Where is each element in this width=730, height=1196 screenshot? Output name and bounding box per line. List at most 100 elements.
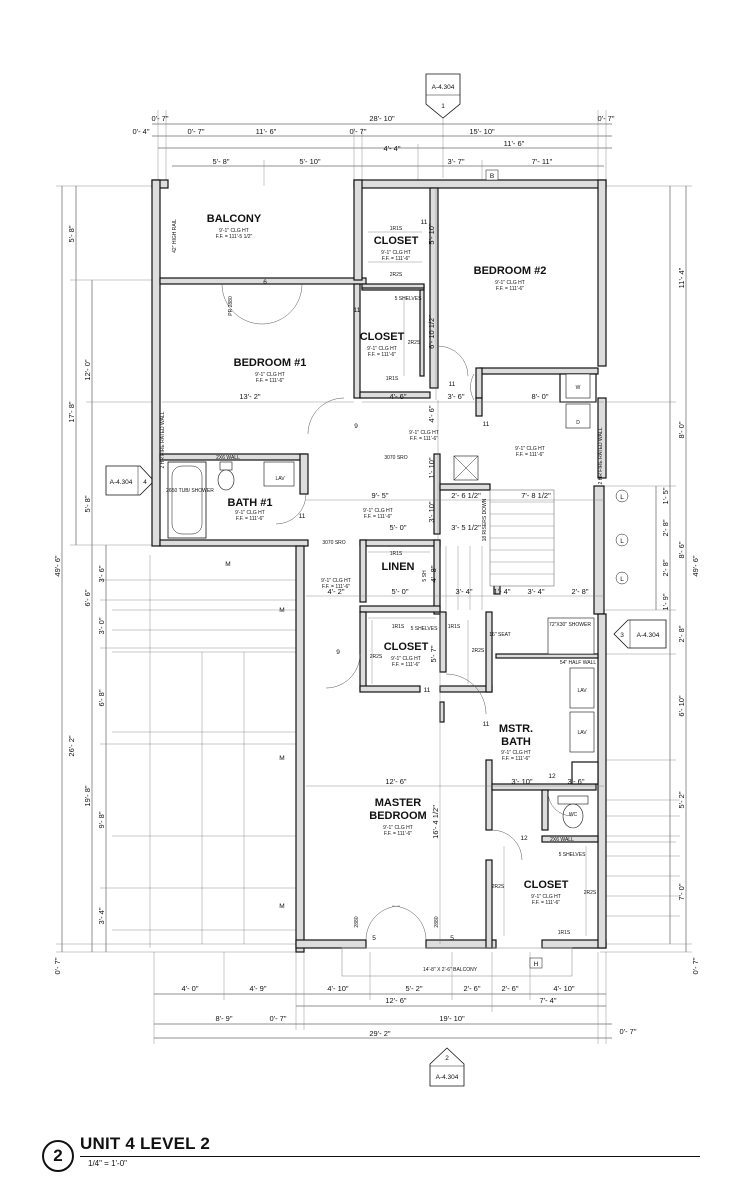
dim-int-25: 16'- 4 1/2"	[431, 805, 440, 839]
balcony-clg: 9'-1" CLG HT	[219, 228, 249, 234]
keynote-tags: B H L L L M M M M	[225, 169, 629, 969]
note-balcony-rail: 42" HIGH RAIL	[172, 219, 178, 253]
note-door-3070-a: 3070 SRO	[384, 455, 407, 461]
section-ref-right[interactable]: 3 A-4.304	[613, 619, 667, 649]
note-door-2880-a: 2880	[354, 916, 360, 927]
dim-top-6: 0'- 7"	[349, 127, 366, 136]
door-tags: 6 11 11 11 11 11 11 11 9 9 5 5 12 12	[263, 219, 556, 942]
note-1r1s-c: 1R1S	[390, 551, 403, 557]
tag-h: H	[534, 961, 539, 968]
exterior-context	[112, 555, 680, 948]
balcony-name: BALCONY	[207, 213, 262, 225]
note-stair-sh: 5 SH	[422, 570, 428, 582]
linen-ff: F.F. = 111'-6"	[322, 584, 350, 590]
dim-left-11: 9'- 8"	[97, 811, 106, 828]
dim-right-2: 1'- 5"	[661, 487, 670, 504]
dim-int-22: 12'- 6"	[385, 777, 407, 786]
dim-bottom-1: 4'- 9"	[249, 984, 266, 993]
balcony-bottom-label: 14'-8" X 2'-6" BALCONY	[423, 967, 478, 973]
bath1-clg: 9'-1" CLG HT	[235, 510, 265, 516]
note-tub-shower: 2650 TUB/ SHOWER	[166, 488, 214, 494]
note-door-2880: PR 2880	[228, 296, 234, 316]
closet-c-clg: 9'-1" CLG HT	[391, 656, 421, 662]
dim-bottom-3: 5'- 2"	[405, 984, 422, 993]
dimensions-left: 5'- 8" 17'- 8" 12'- 0" 5'- 8" 49'- 6" 3'…	[53, 185, 300, 975]
dim-bottom-11: 19'- 10"	[439, 1014, 465, 1023]
closet-b-name: CLOSET	[360, 331, 405, 343]
room-master-bath: MSTR. BATH 9'-1" CLG HT F.F. = 111'-6"	[499, 723, 533, 762]
room-linen: LINEN 9'-1" CLG HT F.F. = 111'-6"	[321, 561, 414, 590]
drawing-number: 2	[42, 1140, 74, 1172]
note-wc: WC	[569, 812, 578, 818]
dim-top-5: 11'- 6"	[256, 127, 277, 136]
tag-b: B	[490, 173, 494, 180]
section-ref-left[interactable]: A-4.304 4	[105, 465, 155, 496]
room-closet-c: CLOSET 9'-1" CLG HT F.F. = 111'-6"	[384, 641, 429, 668]
closet-d-ff: F.F. = 111'-6"	[532, 900, 560, 906]
bedroom1-clg: 9'-1" CLG HT	[255, 372, 285, 378]
dim-int-18: 1'- 4"	[493, 587, 510, 596]
dim-left-9: 6'- 8"	[97, 689, 106, 706]
stair	[445, 489, 555, 610]
dim-int-21: 5'- 7"	[429, 645, 438, 662]
dim-int-8: 9'- 5"	[371, 491, 388, 500]
note-2r2s-a: 2R2S	[390, 272, 403, 278]
linen-clg: 9'-1" CLG HT	[321, 578, 351, 584]
door-tag: 11	[299, 513, 306, 520]
dim-top-10: 5'- 8"	[212, 157, 229, 166]
dim-int-13: 3'- 5 1/2"	[451, 523, 481, 532]
room-bath1: BATH #1 9'-1" CLG HT F.F. = 111'-6"	[227, 497, 272, 522]
ref-top-sheet: A-4.304	[432, 84, 455, 91]
bedroom2-clg: 9'-1" CLG HT	[495, 280, 525, 286]
bedroom2-name: BEDROOM #2	[474, 265, 547, 277]
dim-int-9: 3'- 10"	[427, 501, 436, 523]
master-bedroom-clg: 9'-1" CLG HT	[383, 825, 413, 831]
note-2x6-wall-b: 2X6 WALL	[550, 837, 574, 843]
note-dryer: D	[576, 420, 580, 426]
dim-int-0: 5'- 10"	[427, 223, 436, 245]
doors[interactable]	[221, 283, 573, 941]
bath1-ff: F.F. = 111'-6"	[236, 516, 264, 522]
dim-right-12: 0'- 7"	[691, 957, 700, 974]
fixtures	[167, 231, 595, 936]
dim-left-0: 5'- 8"	[67, 225, 76, 242]
dim-bottom-6: 4'- 10"	[553, 984, 575, 993]
tag-m-4: M	[279, 903, 284, 910]
ref-left-sheet: A-4.304	[110, 479, 133, 486]
door-tag: 5	[450, 935, 454, 942]
note-2r2s-b: 2R2S	[370, 654, 383, 660]
dim-bottom-2: 4'- 10"	[327, 984, 349, 993]
note-shelves-b: 5 SHELVES	[411, 626, 439, 632]
master-bath-name-1: MSTR.	[499, 723, 533, 735]
door-tag: 6	[263, 279, 267, 286]
dim-int-2: 4'- 6"	[389, 392, 406, 401]
dim-int-1: 6'- 10 1/2"	[427, 315, 436, 349]
closet-c-name: CLOSET	[384, 641, 429, 653]
drawing-scale: 1/4" = 1'-0"	[88, 1159, 128, 1168]
master-bath-name-2: BATH	[501, 736, 531, 748]
closet-a-ff: F.F. = 111'-6"	[382, 256, 410, 262]
dim-int-17: 3'- 4"	[455, 587, 472, 596]
section-ref-top[interactable]: A-4.304 1	[425, 73, 461, 178]
room-balcony: BALCONY 9'-1" CLG HT F.F. = 111'-5 1/2"	[207, 213, 262, 240]
room-bedroom1: BEDROOM #1 9'-1" CLG HT F.F. = 111'-6"	[234, 357, 307, 384]
tag-h-icon	[529, 957, 543, 969]
room-stair: 9'-1" CLG HT F.F. = 111'-6"	[363, 508, 393, 520]
closet-c-ff: F.F. = 111'-6"	[392, 662, 420, 668]
dim-left-1: 17'- 8"	[67, 401, 76, 423]
dim-int-19: 3'- 4"	[527, 587, 544, 596]
note-1r1s-a: 1R1S	[390, 226, 403, 232]
note-shelves-a: 5 SHELVES	[395, 296, 423, 302]
dim-int-14: 4'- 8"	[429, 565, 438, 582]
dim-int-6: 4'- 6"	[427, 405, 436, 422]
hall-ff: F.F. = 111'-6"	[410, 436, 438, 442]
dim-left-2: 12'- 0"	[83, 359, 92, 381]
ref-bottom-sheet: A-4.304	[436, 1074, 459, 1081]
dim-int-11: 7'- 8 1/2"	[521, 491, 551, 500]
dim-top-2: 0'- 7"	[597, 114, 614, 123]
tag-m-2: M	[279, 607, 284, 614]
closet-b-ff: F.F. = 111'-6"	[368, 352, 396, 358]
section-ref-bottom[interactable]: 2 A-4.304	[429, 1047, 465, 1087]
bedroom1-ff: F.F. = 111'-6"	[256, 378, 284, 384]
dim-top-9: 4'- 4"	[383, 144, 400, 153]
